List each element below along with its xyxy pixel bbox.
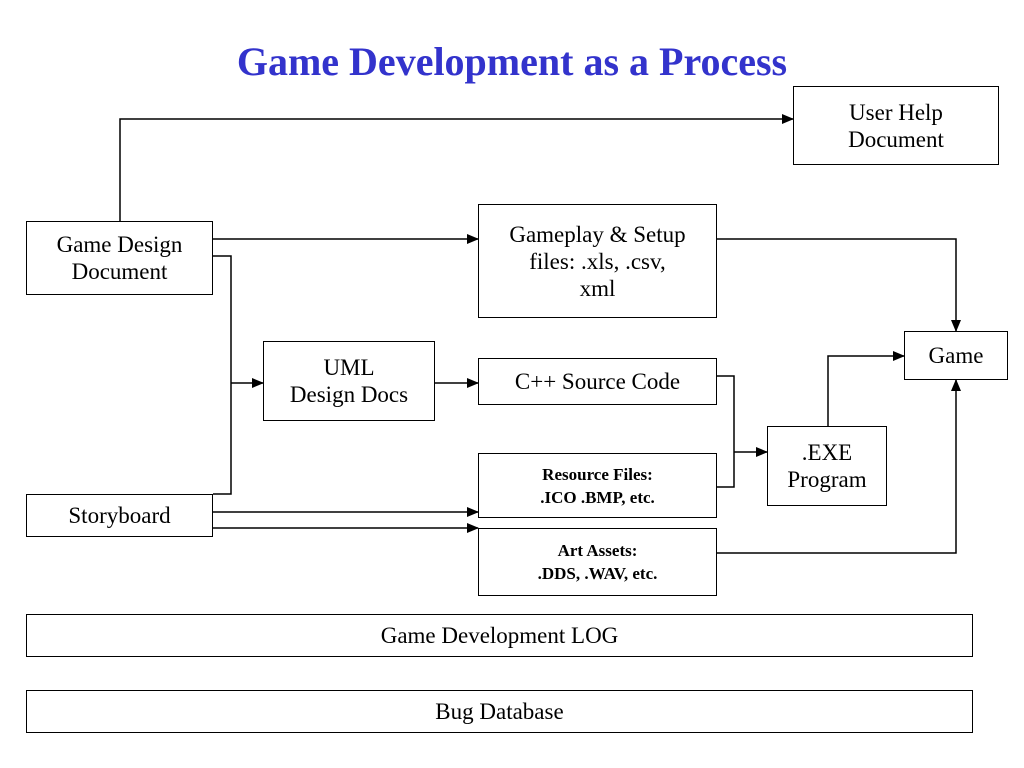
page-title: Game Development as a Process: [236, 39, 788, 84]
exe-program-label: .EXE Program: [787, 440, 867, 492]
line-design-to-uml-bus: [213, 255, 232, 495]
arrow-gameplay-to-game: [717, 238, 961, 332]
exe-program-box: .EXE Program: [767, 426, 887, 506]
gameplay-setup-files-label: Gameplay & Setup files: .xls, .csv, xml: [509, 221, 686, 301]
resource-files-label: Resource Files: .ICO .BMP, etc.: [540, 464, 655, 507]
user-help-document-box: User Help Document: [793, 86, 999, 165]
bug-database-label: Bug Database: [435, 699, 564, 724]
cpp-source-code-label: C++ Source Code: [514, 369, 681, 394]
art-assets-box: Art Assets: .DDS, .WAV, etc.: [478, 528, 717, 596]
arrow-design-to-userhelp: [119, 114, 794, 221]
cpp-source-code-box: C++ Source Code: [478, 358, 717, 405]
game-label: Game: [928, 343, 984, 368]
arrow-art-to-game: [717, 379, 961, 554]
game-development-log-box: Game Development LOG: [26, 614, 973, 657]
user-help-document-label: User Help Document: [848, 99, 944, 152]
game-design-document-label: Game Design Document: [56, 232, 183, 284]
storyboard-label: Storyboard: [68, 503, 171, 528]
line-cpp-resource-bus: [717, 375, 735, 488]
game-box: Game: [904, 331, 1008, 380]
art-assets-label: Art Assets: .DDS, .WAV, etc.: [537, 541, 658, 583]
game-development-log-label: Game Development LOG: [380, 623, 619, 648]
uml-design-docs-label: UML Design Docs: [289, 355, 409, 407]
bug-database-box: Bug Database: [26, 690, 973, 733]
uml-design-docs-box: UML Design Docs: [263, 341, 435, 421]
arrow-exe-to-game: [827, 351, 905, 426]
storyboard-box: Storyboard: [26, 494, 213, 537]
resource-files-box: Resource Files: .ICO .BMP, etc.: [478, 453, 717, 518]
gameplay-setup-files-box: Gameplay & Setup files: .xls, .csv, xml: [478, 204, 717, 318]
game-design-document-box: Game Design Document: [26, 221, 213, 295]
